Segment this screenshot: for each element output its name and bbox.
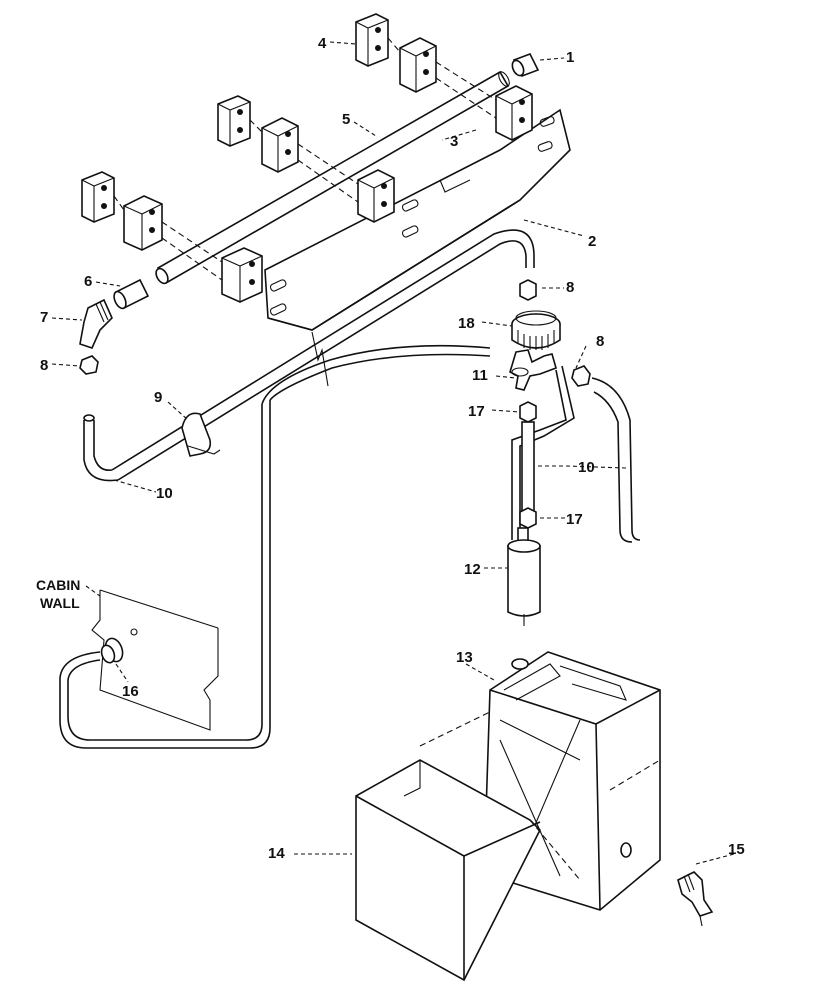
label-part-8-right: 8 [596,333,604,350]
label-part-10-right: 10 [578,459,595,476]
overflow-hose [591,377,641,543]
part-labels: 1 2 3 4 5 6 7 8 8 8 9 10 10 11 12 13 14 … [36,35,745,862]
pipe-clamp [181,412,221,457]
label-part-5: 5 [342,111,350,128]
label-part-17-lower: 17 [566,511,583,528]
bulkhead-fitting [100,628,138,664]
label-part-18: 18 [458,315,475,332]
tube-end-cap [511,52,540,78]
label-part-3: 3 [450,133,458,150]
hose-nut-left [79,355,99,375]
nut-right [571,365,591,387]
water-pipe [83,229,535,482]
drain-elbow [677,871,714,927]
clamp-block-set-rear [355,13,533,141]
label-part-8-top: 8 [566,279,574,296]
label-part-2: 2 [588,233,596,250]
label-part-8-left: 8 [40,357,48,374]
label-part-11: 11 [472,367,488,384]
label-part-10-left: 10 [156,485,173,502]
label-part-12: 12 [464,561,481,578]
nut-17-lower [519,507,537,529]
label-cabin: CABIN [36,577,80,593]
cabin-feed-line [59,331,491,749]
suction-pipe [521,421,535,513]
tee-fitting [509,349,557,391]
tube-coupler [113,278,150,310]
nut-17-upper [519,401,537,423]
label-part-7: 7 [40,309,48,326]
clamp-block-set-front [81,171,263,303]
nut-upper [519,279,537,301]
label-part-15: 15 [728,841,745,858]
label-wall: WALL [40,595,80,611]
leader-lines [51,41,735,865]
label-part-4: 4 [318,35,327,52]
pump-line [511,365,575,540]
label-part-1: 1 [566,49,574,66]
label-part-14: 14 [268,845,285,862]
tank-cap [511,310,561,350]
tank-tray [355,759,581,982]
label-part-16: 16 [122,683,139,700]
support-tube [155,70,510,285]
elbow-connector [79,298,113,349]
clamp-block-set-middle [217,95,395,223]
label-part-6: 6 [84,273,92,290]
label-part-17-upper: 17 [468,403,485,420]
cabin-wall [85,585,219,731]
label-part-9: 9 [154,389,162,406]
mounting-bracket [264,108,571,331]
pump-motor [507,527,541,626]
label-part-13: 13 [456,649,473,666]
